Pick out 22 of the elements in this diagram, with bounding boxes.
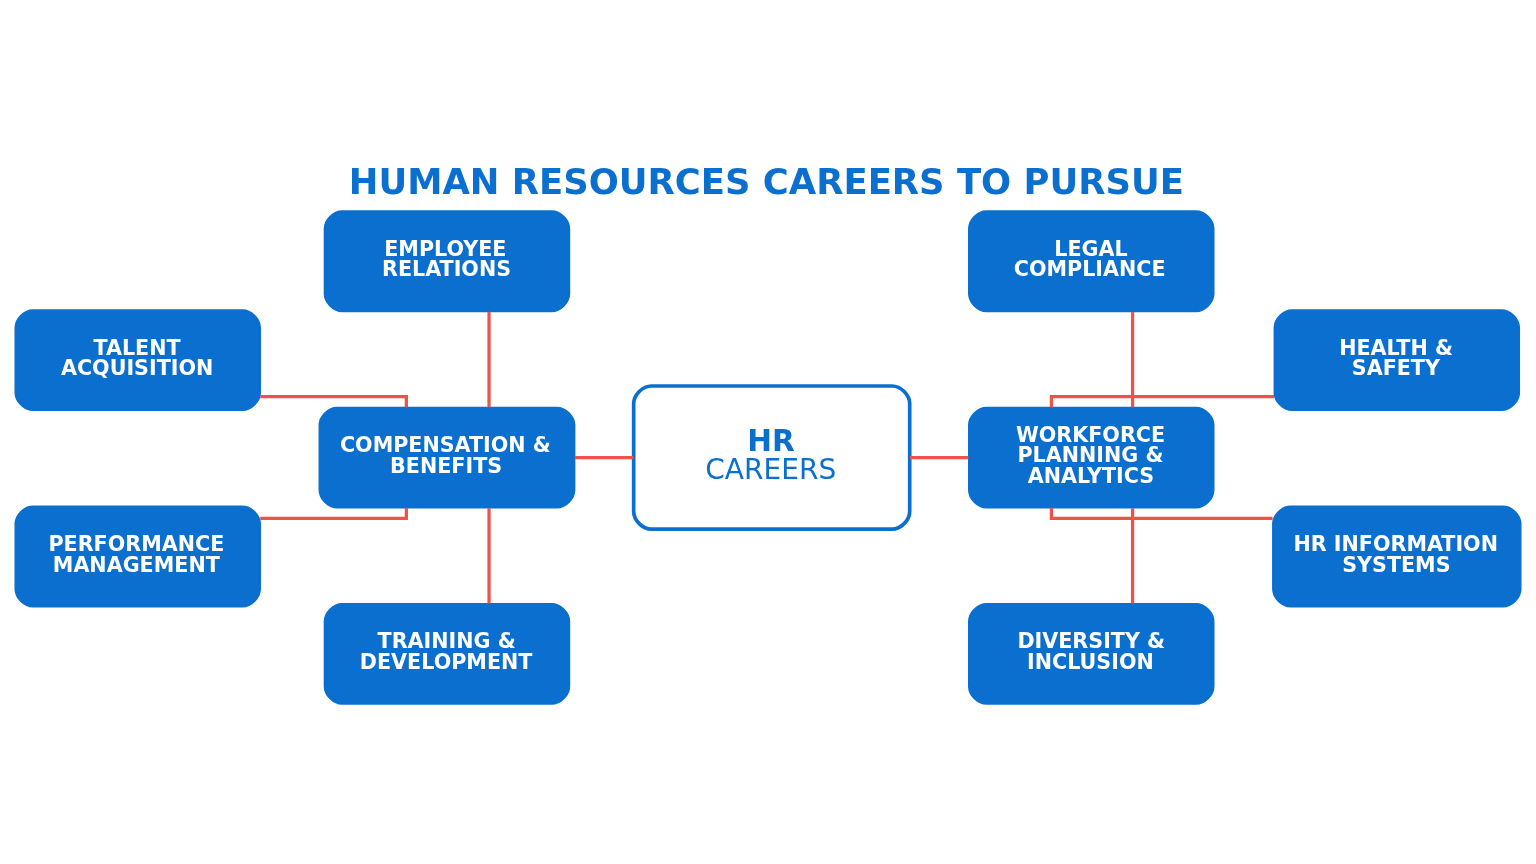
node-box: HEALTH & SAFETY (1273, 308, 1521, 411)
connector (574, 455, 634, 459)
connector (260, 394, 408, 407)
node-box: HR INFORMATION SYSTEMS (1272, 505, 1522, 607)
node-box: HR CAREERS (631, 383, 912, 531)
connector (1130, 507, 1135, 604)
connector (910, 455, 969, 459)
connector (487, 311, 491, 407)
connector (1049, 507, 1273, 520)
connector (260, 507, 408, 520)
node-box: PERFORMANCE MANAGEMENT (14, 505, 261, 607)
node-box: DIVERSITY & INCLUSION (968, 602, 1215, 705)
node-box: WORKFORCE PLANNING & ANALYTICS (968, 406, 1215, 508)
node-box: LEGAL COMPLIANCE (968, 209, 1215, 312)
connector (1130, 311, 1135, 407)
diagram-title: HUMAN RESOURCES CAREERS TO PURSUE (348, 160, 1184, 202)
node-box: TRAINING & DEVELOPMENT (323, 602, 571, 705)
connector (487, 507, 491, 604)
connector (1049, 394, 1275, 407)
node-box: COMPENSATION & BENEFITS (318, 406, 576, 508)
node-box: EMPLOYEE RELATIONS (323, 209, 571, 312)
node-box: TALENT ACQUISITION (14, 308, 261, 411)
